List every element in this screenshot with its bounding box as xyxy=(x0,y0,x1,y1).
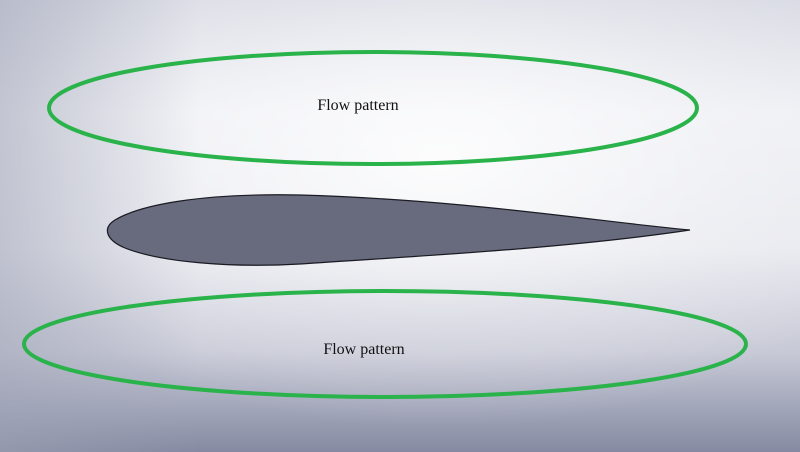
bottom-flow-label: Flow pattern xyxy=(323,341,404,358)
top-flow-label: Flow pattern xyxy=(317,97,398,114)
airfoil-shape xyxy=(106,194,691,266)
top-flow-ellipse xyxy=(47,50,699,166)
bottom-flow-ellipse xyxy=(22,289,748,399)
